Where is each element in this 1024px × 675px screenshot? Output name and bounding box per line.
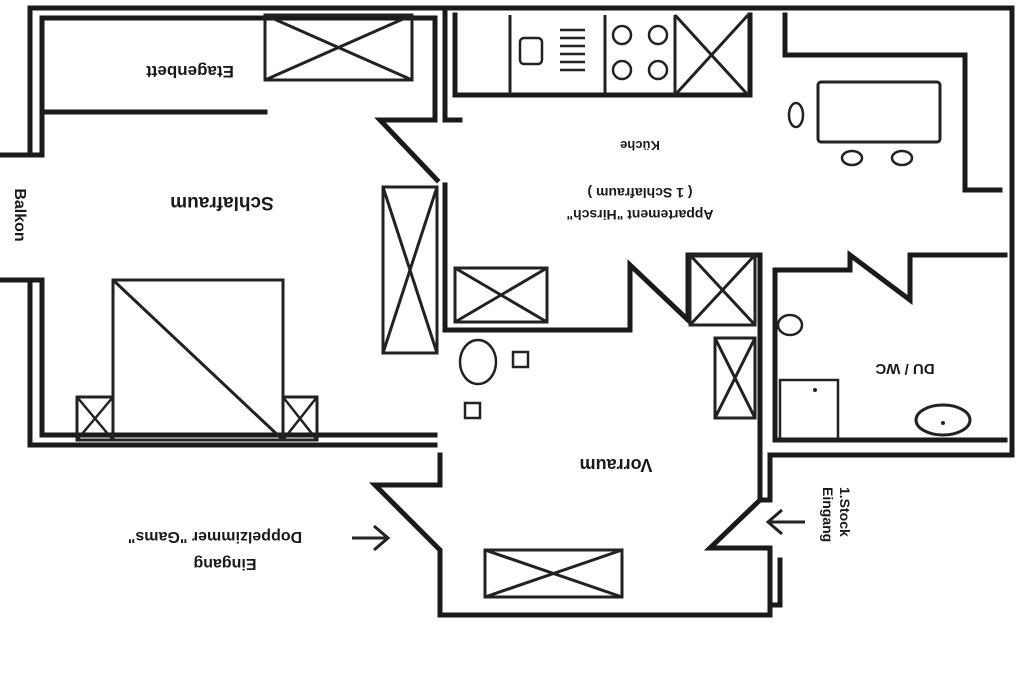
bathroom-fixtures (776, 313, 972, 442)
label-entrance-right-2: Eingang (820, 487, 836, 542)
cabinets (453, 253, 757, 599)
label-entrance-left-2: Eingang (193, 555, 256, 572)
label-hall: Vorraum (580, 455, 653, 475)
hall-fixtures (458, 338, 530, 420)
label-bedroom: Schlafraum (170, 192, 273, 213)
dining-table (787, 80, 942, 167)
label-apartment-sub: ( 1 Schlafraum ) (587, 185, 692, 201)
bunk-bed-furniture (263, 13, 414, 82)
label-entrance-left-1: Doppelzimmer "Gams" (128, 528, 302, 545)
double-bed (75, 278, 319, 442)
label-kitchen: Küche (620, 138, 660, 153)
entrance-arrows (352, 508, 805, 552)
label-bunk-bed: Etagenbett (146, 62, 234, 81)
label-entrance-right-1: 1.Stock (837, 487, 853, 537)
label-apartment-name: Appartement "Hirsch" (566, 207, 713, 223)
arrow-right-icon (352, 524, 391, 552)
wardrobe (381, 185, 439, 355)
arrow-left-icon (765, 508, 805, 536)
kitchen-counter (508, 13, 750, 97)
label-bathroom: DU / WC (875, 360, 934, 377)
walls (0, 5, 1015, 618)
label-balcony: Balkon (11, 188, 28, 241)
